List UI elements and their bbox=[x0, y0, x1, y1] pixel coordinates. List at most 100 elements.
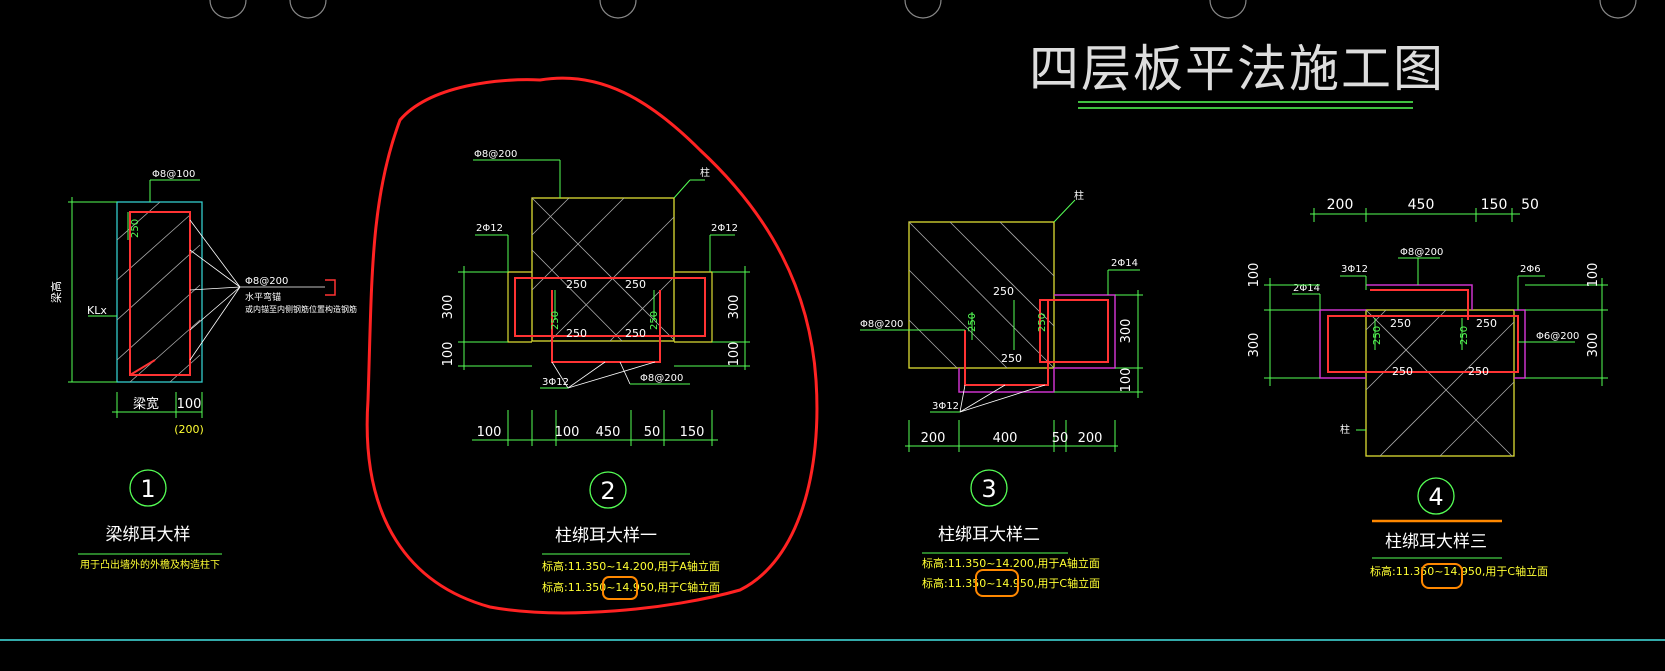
width-alt: (200) bbox=[174, 423, 204, 436]
bottom-dim-2: 100 bbox=[555, 425, 580, 440]
detail-note-2: 标高:11.350~14.950,用于C轴立面 bbox=[542, 580, 720, 594]
dim-250-b: 250 bbox=[625, 278, 646, 291]
ear-outline bbox=[958, 294, 1116, 393]
left-bars-label: 2Φ14 bbox=[1293, 283, 1320, 294]
top-dim-1: 200 bbox=[1327, 197, 1354, 213]
bottom-dim-3: 450 bbox=[596, 425, 621, 440]
column-tag: 柱 bbox=[700, 166, 710, 179]
green-250: 250 bbox=[130, 219, 141, 238]
bottom-dim-4: 200 bbox=[1078, 431, 1103, 446]
bottom-bars-label: 3Φ12 bbox=[932, 401, 959, 412]
height-100-right: 100 bbox=[727, 342, 742, 367]
right-bars-label: 2Φ6 bbox=[1520, 264, 1541, 275]
bottom-leaders bbox=[551, 361, 656, 389]
detail-title: 柱绑耳大样一 bbox=[555, 526, 657, 546]
top-stirrup-label: Φ8@200 bbox=[1400, 247, 1443, 258]
bottom-dim-5: 150 bbox=[680, 425, 705, 440]
green-250-a: 250 bbox=[1372, 326, 1383, 345]
detail-title: 柱绑耳大样二 bbox=[938, 525, 1040, 545]
top-dim-3: 150 bbox=[1481, 197, 1508, 213]
detail-4: 200 450 150 50 250 250 250 250 250 250 Φ… bbox=[1247, 197, 1608, 589]
detail-note-1: 标高:11.350~14.950,用于C轴立面 bbox=[1370, 564, 1548, 578]
bottom-leaders bbox=[959, 384, 1046, 413]
orange-highlight bbox=[975, 569, 1019, 597]
column-tag: 柱 bbox=[1074, 189, 1084, 202]
dim-250-a: 250 bbox=[1390, 317, 1411, 330]
top-dim-2: 450 bbox=[1408, 197, 1435, 213]
detail-note: 用于凸出墙外的外檐及构造柱下 bbox=[80, 558, 220, 571]
bottom-dim-1: 100 bbox=[477, 425, 502, 440]
right-stirrup-label: Φ6@200 bbox=[1536, 331, 1579, 342]
left-stirrup-label: Φ8@200 bbox=[860, 319, 903, 330]
detail-note-2: 标高:11.350~14.950,用于C轴立面 bbox=[922, 576, 1100, 590]
detail-number: 3 bbox=[981, 475, 996, 503]
detail-title: 柱绑耳大样三 bbox=[1385, 532, 1487, 552]
left-bars-label: 2Φ12 bbox=[476, 223, 503, 234]
bottom-dim-4: 50 bbox=[644, 425, 661, 440]
bottom-dim-3: 50 bbox=[1052, 431, 1069, 446]
detail-2: 250 250 250 250 250 250 Φ8@200 柱 2Φ12 2Φ… bbox=[365, 76, 819, 615]
hatch bbox=[908, 221, 1055, 369]
dim-250-d: 250 bbox=[625, 327, 646, 340]
dim-250-c: 250 bbox=[1392, 365, 1413, 378]
dim-250-b: 250 bbox=[1476, 317, 1497, 330]
detail-number-circle bbox=[1417, 477, 1455, 515]
dim-250-a: 250 bbox=[993, 285, 1014, 298]
right-bars-label: 2Φ12 bbox=[711, 223, 738, 234]
green-250-b: 250 bbox=[649, 311, 660, 330]
dim-250-a: 250 bbox=[566, 278, 587, 291]
green-250-b: 250 bbox=[1459, 326, 1470, 345]
dim-250-b: 250 bbox=[1001, 352, 1022, 365]
left-bars-top-label: 3Φ12 bbox=[1341, 264, 1368, 275]
stirrup bbox=[129, 211, 191, 376]
beam-tag: KLx bbox=[87, 304, 107, 317]
detail-note-1: 标高:11.350~14.200,用于A轴立面 bbox=[542, 559, 720, 573]
leader-lines bbox=[189, 219, 325, 361]
detail-note-1: 标高:11.350~14.200,用于A轴立面 bbox=[922, 556, 1100, 570]
height-300-left: 300 bbox=[441, 295, 456, 320]
top-dim-4: 50 bbox=[1521, 197, 1539, 213]
width-label: 梁宽 bbox=[133, 396, 159, 412]
stirrup-ear bbox=[514, 277, 706, 337]
beam-height-label: 梁高 bbox=[49, 281, 63, 303]
detail-3: 250 250 250 250 柱 2Φ14 Φ8@200 300 100 3Φ… bbox=[860, 189, 1143, 597]
axis-bubbles bbox=[209, 0, 1637, 19]
column-tag: 柱 bbox=[1340, 423, 1350, 436]
right-bars-label: 2Φ14 bbox=[1111, 258, 1138, 269]
detail-number-circle bbox=[129, 469, 167, 507]
detail-number: 4 bbox=[1428, 483, 1443, 511]
detail-1: 250 梁高 KLx Φ8@100 Φ8@200 水平弯锚 或内锚至内侧钢筋位置… bbox=[49, 169, 357, 571]
orange-highlight bbox=[602, 576, 638, 600]
width-dim: 100 bbox=[177, 397, 202, 412]
hatch bbox=[531, 197, 675, 342]
height-300-right: 300 bbox=[727, 295, 742, 320]
detail-number-circle bbox=[970, 469, 1008, 507]
top-dim-ticks bbox=[1313, 208, 1513, 222]
detail-number: 1 bbox=[140, 475, 155, 503]
right-note-1: 水平弯锚 bbox=[245, 291, 281, 303]
right-rebar-label: Φ8@200 bbox=[245, 276, 288, 287]
top-rebar-label: Φ8@200 bbox=[474, 149, 517, 160]
stirrup bbox=[964, 299, 1109, 386]
green-250-a: 250 bbox=[967, 313, 978, 332]
stirrup bbox=[1327, 289, 1519, 373]
top-rebar-label: Φ8@100 bbox=[152, 169, 195, 180]
hatch bbox=[1365, 309, 1515, 457]
height-300: 300 bbox=[1119, 319, 1134, 344]
detail-number: 2 bbox=[600, 477, 615, 505]
height-300-left: 300 bbox=[1247, 333, 1262, 358]
bottom-dim-1: 200 bbox=[921, 431, 946, 446]
bottom-dim-ticks bbox=[908, 420, 1116, 452]
height-100-left: 100 bbox=[441, 342, 456, 367]
orange-highlight bbox=[1421, 563, 1463, 589]
height-100-left: 100 bbox=[1247, 263, 1262, 288]
bottom-dim-2: 400 bbox=[993, 431, 1018, 446]
detail-title: 梁绑耳大样 bbox=[106, 525, 191, 545]
detail-number-circle bbox=[589, 471, 627, 509]
dim-250-d: 250 bbox=[1468, 365, 1489, 378]
height-300-right: 300 bbox=[1586, 333, 1601, 358]
bottom-stirrup-label: Φ8@200 bbox=[640, 373, 683, 384]
column-outline bbox=[531, 197, 675, 342]
